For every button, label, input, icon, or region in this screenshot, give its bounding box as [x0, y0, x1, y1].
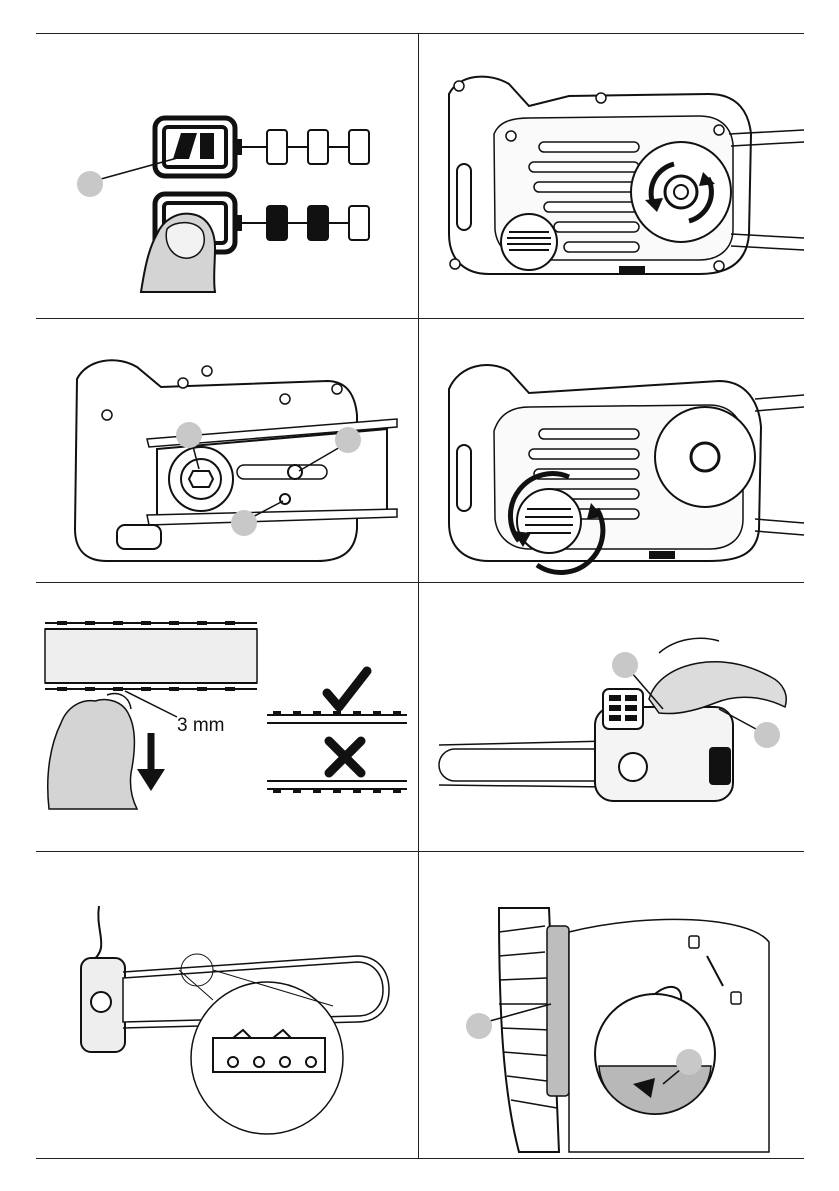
guide-bar [45, 629, 257, 683]
pull-down-arrow-icon [137, 769, 165, 791]
callout-marker [77, 171, 103, 197]
oil-cap [501, 214, 557, 270]
oil-cap [517, 489, 581, 553]
panel-chain-direction-detail [37, 852, 417, 1158]
chain-sample-correct [267, 715, 407, 723]
oil-level-window [547, 926, 569, 1096]
incorrect-cross-icon [329, 741, 361, 773]
gloved-hand [48, 700, 137, 809]
panel-battery-fuel-gauge [37, 34, 417, 318]
panel-saw-handling [419, 583, 804, 851]
gloved-hand [649, 662, 786, 714]
callout-marker [612, 652, 638, 678]
panel-oil-reservoir-cap [419, 852, 804, 1158]
callout-marker [176, 422, 202, 448]
panel-chain-bar-mounting [37, 319, 417, 582]
power-cord [91, 906, 101, 962]
callout-marker [231, 510, 257, 536]
panel-chain-tension-knob [419, 34, 804, 318]
panel-sprocket-cover-knob [419, 319, 804, 582]
callout-marker [754, 722, 780, 748]
bottom-border [36, 1158, 804, 1159]
callout-marker [335, 427, 361, 453]
callout-marker [466, 1013, 492, 1039]
chain-sample-incorrect [267, 781, 407, 789]
measurement-label: 3 mm [177, 715, 225, 737]
led-indicator-lit [267, 206, 369, 240]
battery-icon [155, 118, 242, 176]
guide-bar [439, 749, 609, 781]
correct-check-icon [327, 671, 367, 707]
callout-marker [676, 1049, 702, 1075]
led-indicator-empty [267, 130, 369, 164]
panel-chain-tension-check: 3 mm [37, 583, 417, 851]
